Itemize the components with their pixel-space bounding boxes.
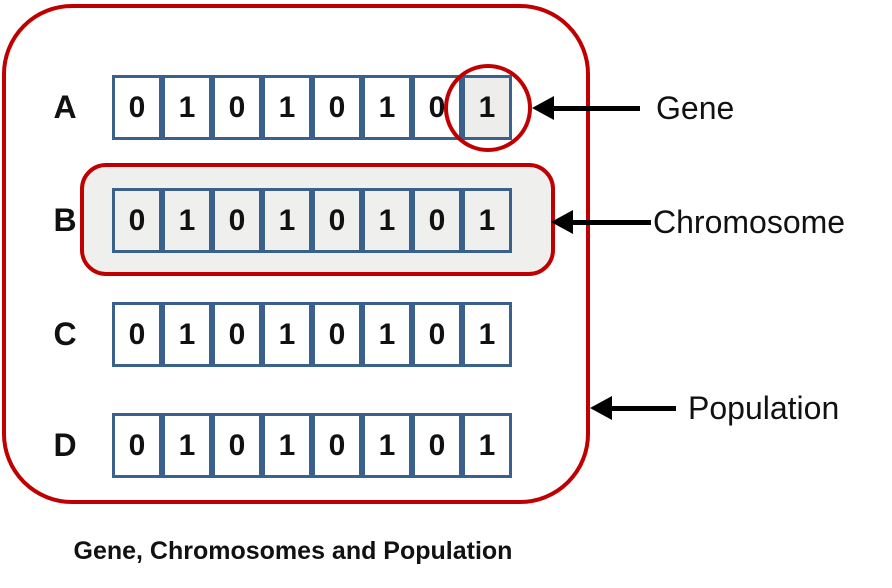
chromosome-arrow-line	[571, 220, 651, 225]
chromosome-label: Chromosome	[653, 204, 846, 240]
gene-cell: 0	[312, 188, 362, 253]
gene-cell: 0	[212, 302, 262, 367]
gene-cell: 0	[212, 188, 262, 253]
gene-cell: 0	[312, 75, 362, 140]
gene-cell: 1	[362, 188, 412, 253]
gene-cell: 1	[262, 75, 312, 140]
gene-cell: 0	[212, 75, 262, 140]
population-label: Population	[688, 390, 840, 426]
chromosome-row-c: 0 1 0 1 0 1 0 1	[112, 302, 512, 367]
gene-cell: 1	[262, 413, 312, 478]
gene-cell: 0	[412, 188, 462, 253]
chromosome-row-b: 0 1 0 1 0 1 0 1	[112, 188, 512, 253]
gene-cell: 0	[112, 302, 162, 367]
chromosome-row-d: 0 1 0 1 0 1 0 1	[112, 413, 512, 478]
gene-cell: 0	[112, 413, 162, 478]
gene-cell: 1	[162, 302, 212, 367]
population-arrow-line	[610, 406, 676, 411]
gene-cell: 0	[412, 302, 462, 367]
gene-cell: 1	[362, 413, 412, 478]
gene-cell: 1	[262, 188, 312, 253]
row-label-c: C	[53, 316, 77, 352]
gene-cell: 1	[162, 75, 212, 140]
gene-cell: 1	[162, 188, 212, 253]
gene-cell: 1	[462, 413, 512, 478]
gene-cell: 1	[362, 302, 412, 367]
gene-cell: 1	[462, 188, 512, 253]
gene-arrow-line	[552, 106, 640, 111]
chromosome-arrow-icon	[551, 210, 573, 234]
gene-cell: 0	[412, 413, 462, 478]
row-label-b: B	[53, 202, 77, 238]
gene-cell: 0	[212, 413, 262, 478]
gene-cell: 1	[162, 413, 212, 478]
diagram-caption: Gene, Chromosomes and Population	[73, 537, 513, 565]
gene-cell: 1	[262, 302, 312, 367]
gene-cell: 0	[312, 302, 362, 367]
gene-label: Gene	[656, 90, 735, 126]
row-label-a: A	[53, 89, 77, 125]
gene-arrow-icon	[532, 96, 554, 120]
population-arrow-icon	[590, 396, 612, 420]
gene-circle-highlight	[444, 64, 532, 152]
gene-cell: 0	[312, 413, 362, 478]
row-label-d: D	[53, 427, 77, 463]
gene-cell: 0	[112, 188, 162, 253]
gene-cell: 1	[462, 302, 512, 367]
gene-cell: 1	[362, 75, 412, 140]
gene-cell: 0	[112, 75, 162, 140]
population-boundary-box	[2, 4, 590, 504]
